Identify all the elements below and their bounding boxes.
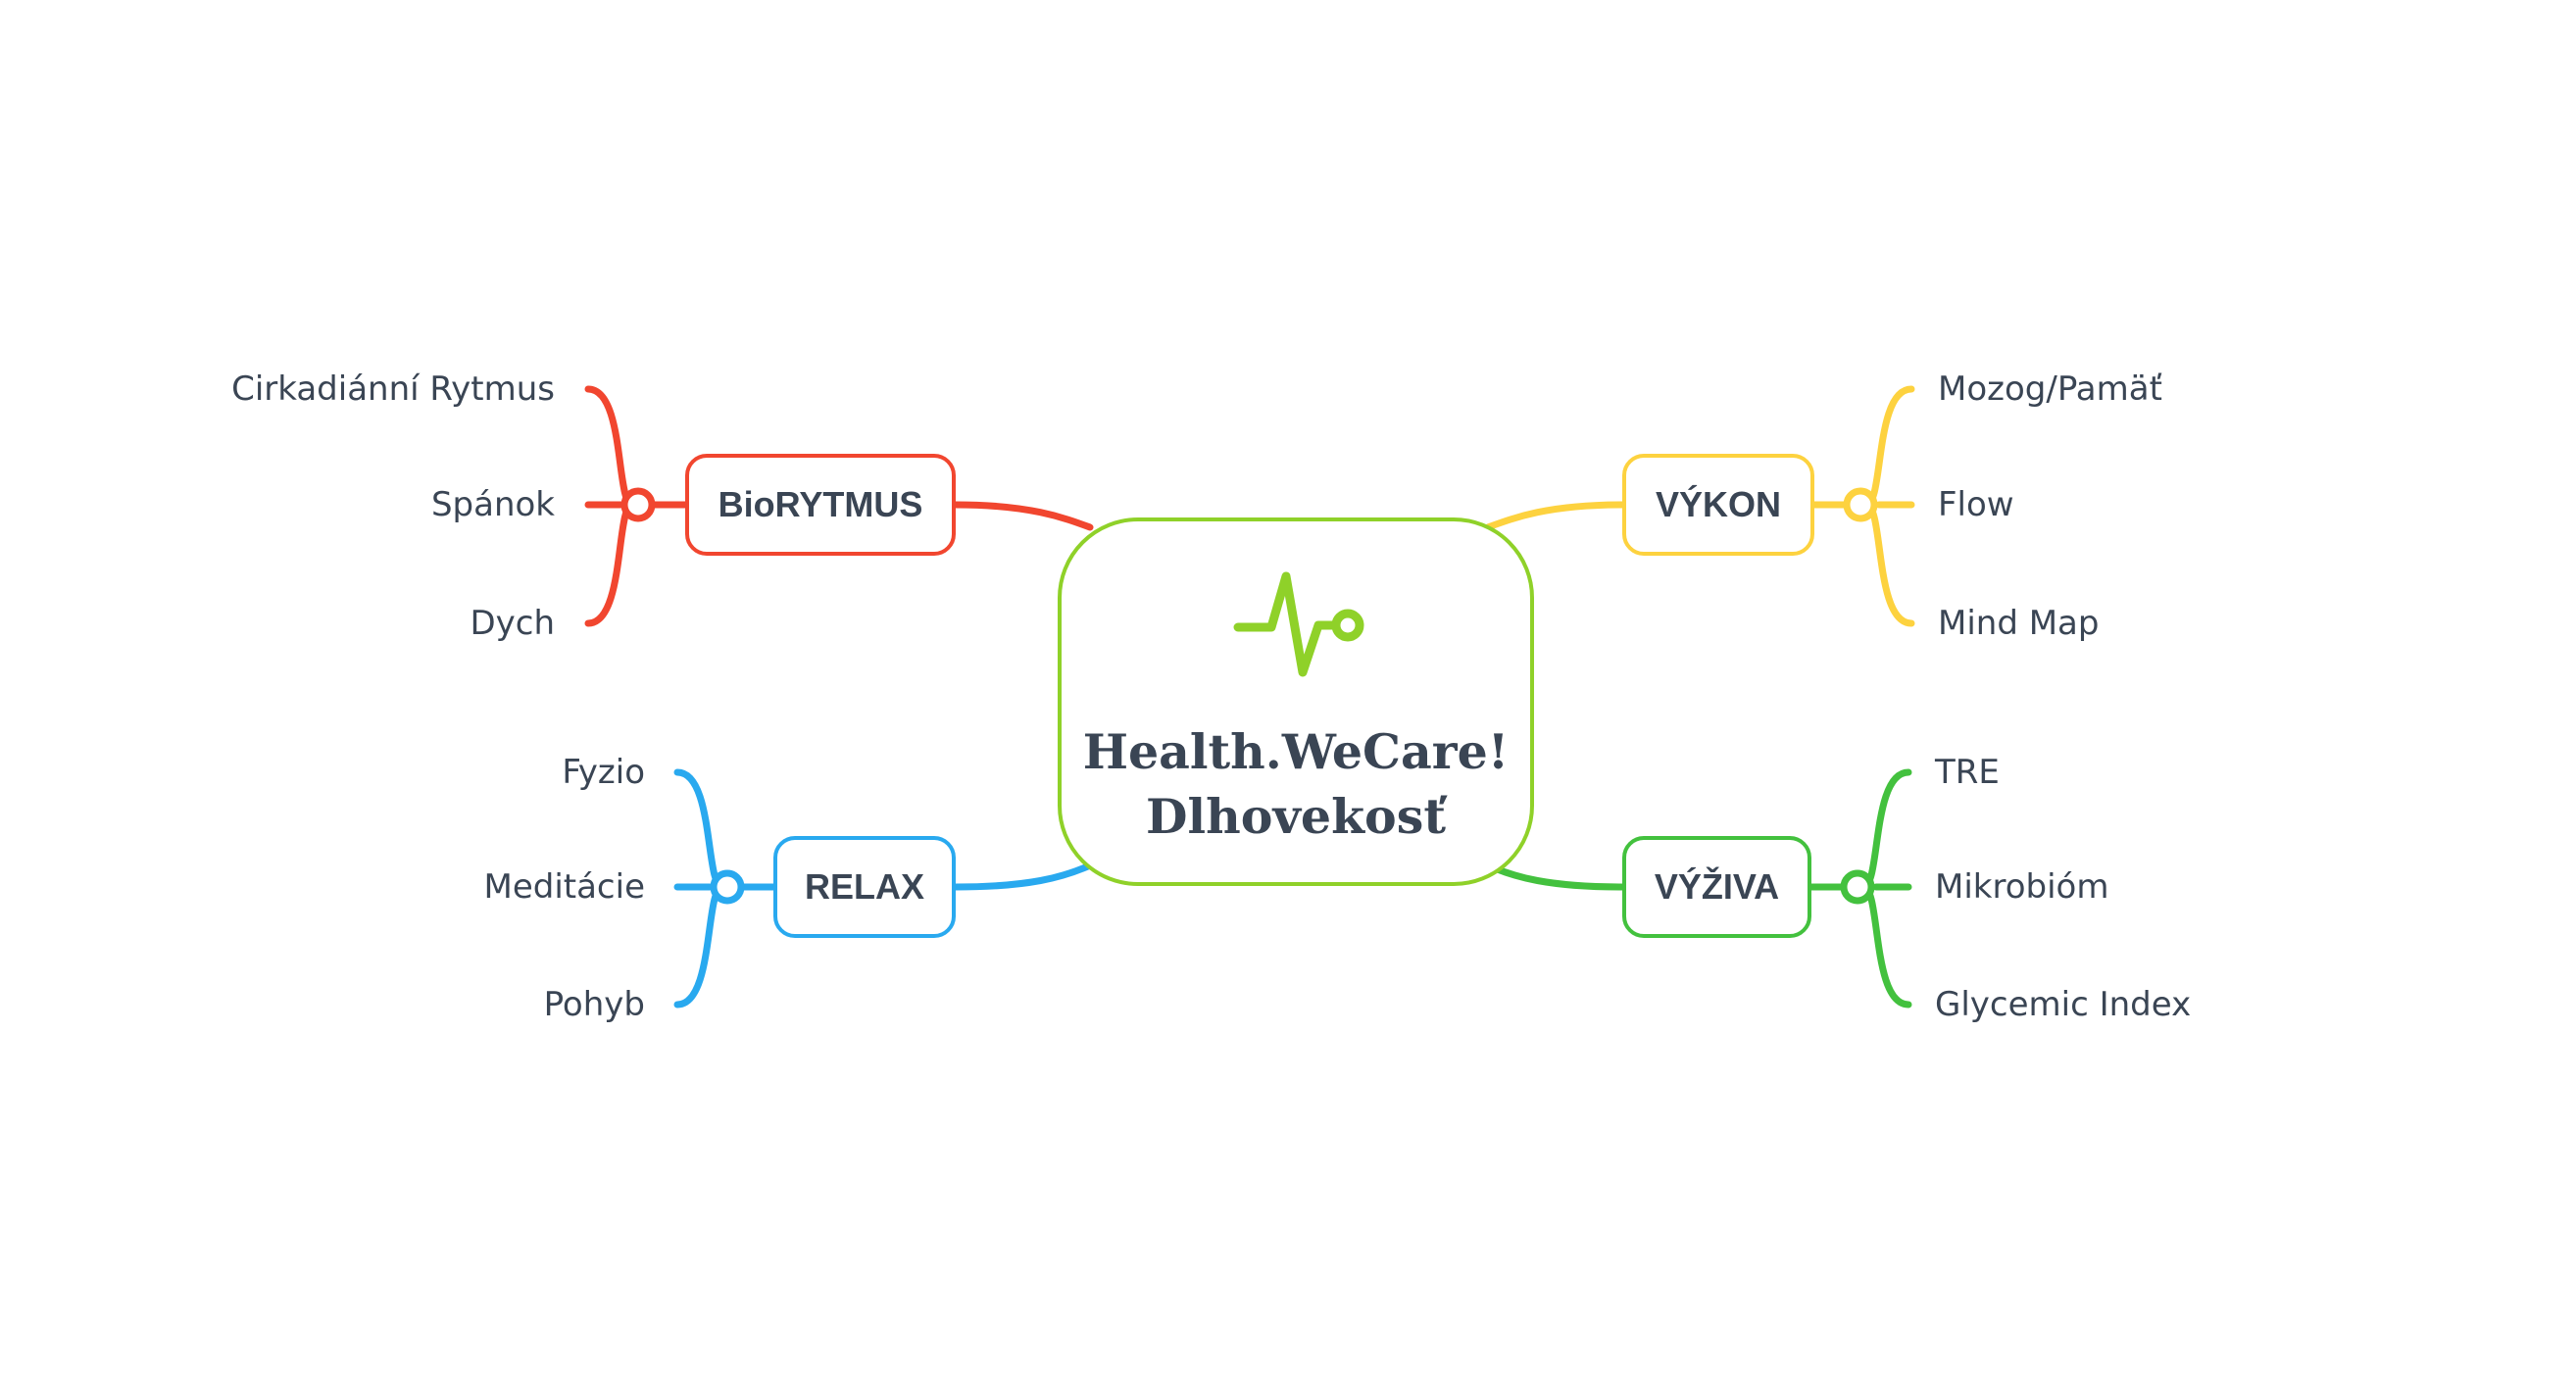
central-topic-title-line1: Health.WeCare!	[1082, 723, 1510, 780]
vyziva-branch-1	[1859, 768, 1912, 891]
subtopic-relax-2[interactable]: Meditácie	[483, 867, 645, 907]
relax-branch-1	[673, 768, 726, 891]
main-topic-relax[interactable]: RELAX	[773, 836, 956, 938]
vykon-connectors	[1484, 385, 1915, 627]
subtopic-biorytmus-1[interactable]: Cirkadiánní Rytmus	[231, 369, 555, 409]
subtopic-biorytmus-3[interactable]: Dych	[470, 604, 555, 643]
main-topic-vykon[interactable]: VÝKON	[1622, 454, 1814, 556]
vyziva-branch-3	[1859, 883, 1912, 1009]
subtopic-vykon-3[interactable]: Mind Map	[1938, 604, 2100, 643]
biorytmus-connectors	[584, 385, 1094, 627]
biorytmus-branch-3	[584, 501, 636, 627]
subtopic-vykon-1[interactable]: Mozog/Pamäť	[1938, 369, 2162, 409]
biorytmus-branch-1	[584, 385, 636, 509]
relax-junction	[710, 869, 745, 905]
relax-trunk	[952, 861, 1094, 891]
subtopic-vykon-2[interactable]: Flow	[1938, 485, 2014, 524]
central-topic[interactable]: Health.WeCare! Dlhovekosť	[1058, 517, 1534, 886]
biorytmus-trunk	[952, 501, 1094, 531]
vyziva-junction	[1840, 869, 1875, 905]
relax-branch-3	[673, 883, 726, 1009]
heartbeat-pulse-icon	[1233, 571, 1364, 677]
central-topic-title: Health.WeCare! Dlhovekosť	[1062, 719, 1530, 849]
subtopic-vyziva-2[interactable]: Mikrobióm	[1935, 867, 2109, 907]
main-topic-biorytmus[interactable]: BioRYTMUS	[685, 454, 956, 556]
subtopic-relax-3[interactable]: Pohyb	[543, 985, 645, 1024]
subtopic-vyziva-1[interactable]: TRE	[1935, 753, 2000, 792]
main-topic-vyziva[interactable]: VÝŽIVA	[1622, 836, 1811, 938]
subtopic-relax-1[interactable]: Fyzio	[562, 753, 645, 792]
vykon-trunk	[1484, 501, 1626, 531]
vyziva-trunk	[1484, 861, 1626, 891]
subtopic-biorytmus-2[interactable]: Spánok	[430, 485, 555, 524]
vykon-branch-1	[1862, 385, 1915, 509]
vykon-branch-3	[1862, 501, 1915, 627]
vykon-junction	[1843, 487, 1878, 522]
subtopic-vyziva-3[interactable]: Glycemic Index	[1935, 985, 2192, 1024]
central-topic-title-line2: Dlhovekosť	[1146, 788, 1446, 845]
relax-connectors	[673, 768, 1094, 1009]
biorytmus-junction	[620, 487, 656, 522]
